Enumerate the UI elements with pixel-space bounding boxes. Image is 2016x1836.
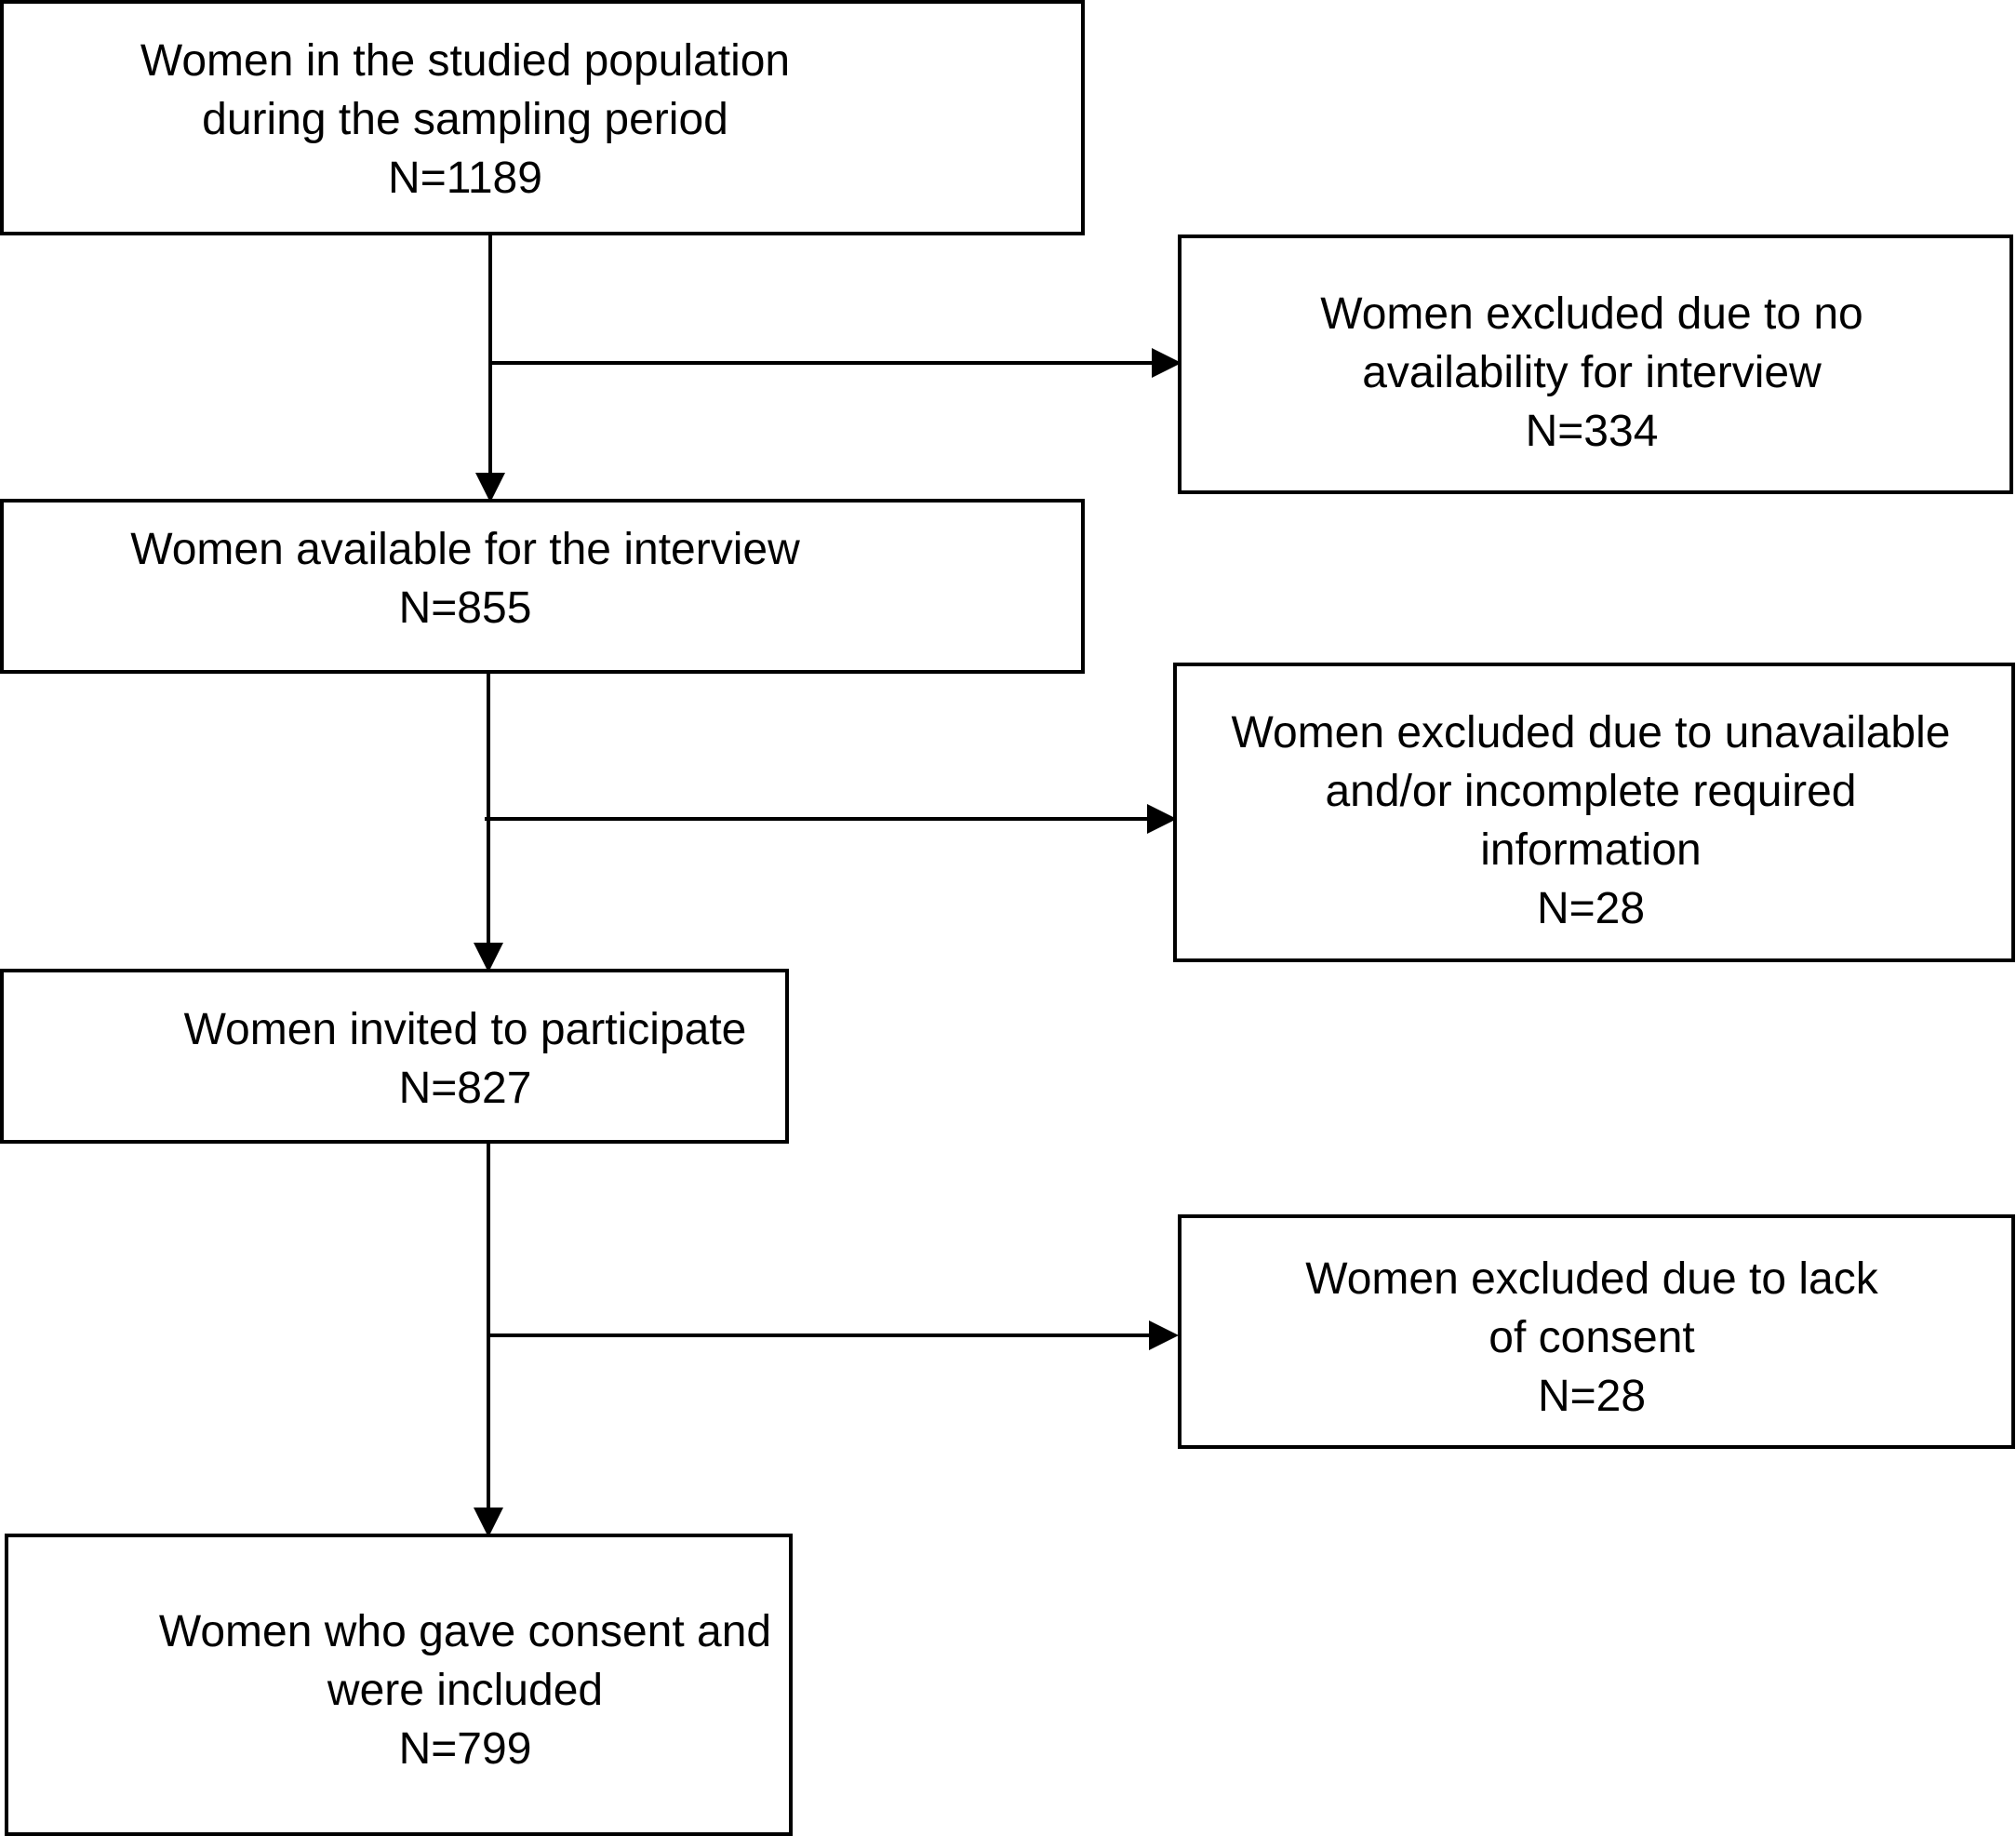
text-line: were included — [327, 1666, 604, 1715]
text-line: Women excluded due to no — [1320, 289, 1863, 339]
box-excluded-availability — [1178, 235, 2013, 494]
count-label: N=1189 — [388, 154, 542, 203]
text-line: availability for interview — [1362, 348, 1822, 397]
box-invited-to-participate — [0, 969, 789, 1144]
count-label: N=334 — [1525, 407, 1659, 456]
count-label: N=827 — [398, 1064, 532, 1113]
count-label: N=28 — [1537, 1372, 1647, 1421]
text-line: Women in the studied population — [140, 36, 791, 86]
text-line: Women excluded due to lack — [1305, 1254, 1878, 1304]
box-available-for-interview-text: Women available for the interview N=855 — [130, 520, 799, 637]
text-line: Women available for the interview — [130, 525, 800, 574]
box-studied-population-text: Women in the studied population during t… — [140, 32, 790, 208]
text-line: Women excluded due to unavailable — [1231, 708, 1951, 757]
box-excluded-consent-text: Women excluded due to lack of consent N=… — [1305, 1250, 1877, 1426]
text-line: information — [1480, 825, 1702, 875]
text-line: Women who gave consent and — [158, 1607, 772, 1656]
box-included-text: Women who gave consent and were included… — [159, 1602, 771, 1778]
text-line: during the sampling period — [202, 95, 728, 144]
box-invited-to-participate-text: Women invited to participate N=827 — [184, 1000, 747, 1118]
box-excluded-availability-text: Women excluded due to no availability fo… — [1320, 285, 1863, 461]
count-label: N=799 — [398, 1724, 532, 1774]
count-label: N=855 — [398, 583, 532, 633]
box-excluded-consent — [1178, 1214, 2015, 1449]
text-line: and/or incomplete required — [1325, 767, 1857, 816]
box-excluded-information — [1173, 663, 2015, 962]
box-studied-population — [0, 0, 1085, 235]
text-line: Women invited to participate — [183, 1005, 747, 1054]
box-included — [5, 1534, 793, 1836]
box-excluded-information-text: Women excluded due to unavailable and/or… — [1232, 704, 1951, 938]
count-label: N=28 — [1536, 884, 1646, 933]
box-available-for-interview — [0, 499, 1085, 674]
text-line: of consent — [1489, 1313, 1695, 1362]
